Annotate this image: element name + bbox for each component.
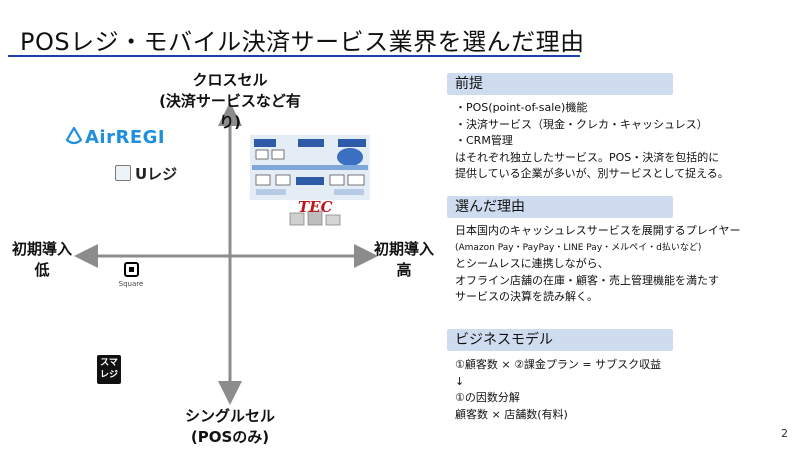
premise-header: 前提	[447, 73, 673, 95]
ureji-device-icon	[115, 165, 131, 181]
tec-diagram-image	[250, 135, 370, 226]
sumareji-logo: スマ レジ	[97, 355, 121, 384]
airregi-drop-icon	[65, 125, 83, 150]
axis-label-right-line2: 高	[396, 261, 412, 279]
tec-logo-text: TEC	[298, 198, 333, 216]
premise-line-1: ・POS(point-of-sale)機能	[455, 101, 588, 114]
premise-body: ・POS(point-of-sale)機能 ・決済サービス（現金・クレカ・キャッ…	[455, 100, 729, 183]
business-model-line-3: ①の因数分解	[455, 391, 520, 404]
reason-line-5: サービスの決算を読み解く。	[455, 290, 598, 303]
square-logo-text: Square	[118, 280, 144, 288]
axis-label-bottom-line2: (POSのみ)	[190, 428, 270, 446]
axis-label-bottom: シングルセル (POSのみ)	[150, 406, 310, 448]
page-number: 2	[781, 427, 788, 440]
reason-line-4: オフライン店舗の在庫・顧客・売上管理機能を満たす	[455, 273, 719, 287]
slide-title: POSレジ・モバイル決済サービス業界を選んだ理由	[20, 28, 585, 56]
premise-line-5: 提供している企業が多いが、別サービスとして捉える。	[455, 167, 729, 180]
axis-label-top: クロスセル (決済サービスなど有り)	[150, 70, 310, 133]
axis-label-left: 初期導入 低	[8, 239, 76, 281]
reason-line-2: (Amazon Pay・PayPay・LINE Pay・メルペイ・d払いなど)	[455, 242, 702, 253]
square-icon	[123, 262, 139, 277]
airregi-logo: AirREGI	[65, 125, 166, 150]
reason-body: 日本国内のキャッシュレスサービスを展開するプレイヤー (Amazon Pay・P…	[455, 223, 740, 306]
premise-line-4: はそれぞれ独立したサービス。POS・決済を包括的に	[455, 150, 720, 164]
reason-line-1: 日本国内のキャッシュレスサービスを展開するプレイヤー	[455, 224, 741, 237]
axis-label-left-line1: 初期導入	[11, 240, 72, 258]
business-model-line-1: ①顧客数 × ②課金プラン = サブスク収益	[455, 358, 662, 371]
tec-system-diagram: TEC	[250, 135, 370, 230]
axis-label-right-line1: 初期導入	[373, 240, 434, 258]
sumareji-logo-line1: スマ	[100, 358, 118, 368]
axis-label-top-line2: (決済サービスなど有り)	[159, 92, 301, 131]
axis-label-right: 初期導入 高	[370, 239, 438, 281]
reason-header: 選んだ理由	[447, 196, 673, 218]
axis-label-bottom-line1: シングルセル	[184, 407, 275, 425]
axis-label-top-line1: クロスセル	[192, 71, 268, 89]
square-logo: Square	[114, 262, 148, 288]
premise-line-3: ・CRM管理	[455, 134, 513, 147]
airregi-logo-text: AirREGI	[85, 127, 166, 148]
premise-line-2: ・決済サービス（現金・クレカ・キャッシュレス）	[455, 117, 708, 131]
reason-line-3: とシームレスに連携しながら、	[455, 257, 609, 270]
ureji-logo-text: Uレジ	[135, 165, 178, 183]
business-model-header: ビジネスモデル	[447, 329, 673, 351]
sumareji-logo-line2: レジ	[99, 370, 118, 380]
axis-label-left-line2: 低	[34, 261, 50, 279]
business-model-line-2: ↓	[455, 374, 465, 388]
business-model-line-4: 顧客数 × 店舗数(有料)	[455, 407, 568, 421]
title-underline	[8, 55, 580, 57]
ureji-logo: Uレジ	[115, 163, 177, 184]
business-model-body: ①顧客数 × ②課金プラン = サブスク収益 ↓ ①の因数分解 顧客数 × 店舗…	[455, 357, 661, 423]
